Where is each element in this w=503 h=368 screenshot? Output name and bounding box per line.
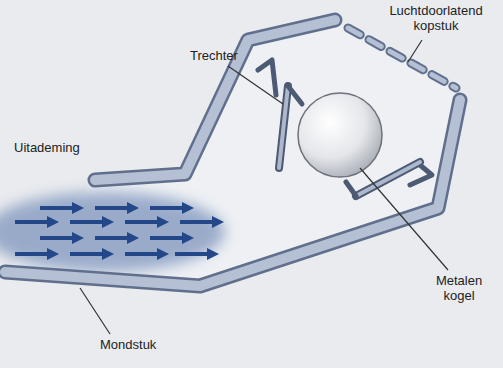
- air-cloud: [0, 192, 225, 272]
- part-label: Mondstuk: [100, 337, 200, 352]
- arrow-shaft: [70, 220, 104, 224]
- arrow-head: [102, 216, 114, 228]
- arrow-head: [207, 248, 219, 260]
- arrow-shaft: [150, 206, 184, 210]
- arrow-shaft: [95, 206, 129, 210]
- arrow-head: [47, 248, 59, 260]
- arrow-head: [212, 216, 224, 228]
- part-label: Luchtdoorlatend kopstuk: [372, 3, 500, 33]
- arrow-head: [47, 216, 59, 228]
- arrow-head: [182, 232, 194, 244]
- part-label: Metalen kogel: [420, 273, 498, 303]
- arrow-head: [127, 232, 139, 244]
- arrow-shaft: [175, 252, 209, 256]
- arrow-shaft: [40, 206, 74, 210]
- exhale-arrows: [15, 202, 224, 260]
- part-label: Uitademing: [14, 140, 124, 155]
- arrow-shaft: [125, 220, 159, 224]
- arrow-head: [157, 248, 169, 260]
- arrow-shaft: [95, 236, 129, 240]
- arrow-head: [72, 232, 84, 244]
- arrow-head: [127, 202, 139, 214]
- arrow-head: [102, 248, 114, 260]
- arrow-shaft: [125, 252, 159, 256]
- arrow-head: [182, 202, 194, 214]
- funnel: [279, 86, 420, 196]
- tube-walls: [5, 20, 460, 286]
- arrow-shaft: [150, 236, 184, 240]
- arrow-shaft: [40, 236, 74, 240]
- leader-lines: [80, 40, 448, 334]
- arrow-shaft: [15, 252, 49, 256]
- arrow-shaft: [15, 220, 49, 224]
- arrow-shaft: [70, 252, 104, 256]
- arrow-shaft: [180, 220, 214, 224]
- part-label: Trechter: [190, 48, 270, 63]
- arrow-head: [157, 216, 169, 228]
- arrow-head: [72, 202, 84, 214]
- metal-ball: [298, 93, 382, 177]
